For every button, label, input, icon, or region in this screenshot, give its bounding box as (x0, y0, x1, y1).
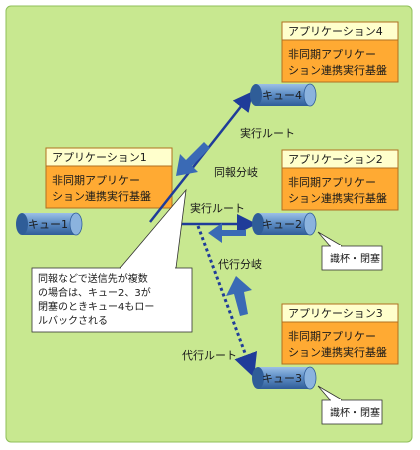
app1-body-line2: ション連携実行基盤 (52, 189, 151, 203)
label-broadcast-branch: 同報分岐 (214, 166, 258, 179)
queue4-label: キュー4 (262, 89, 302, 102)
label-exec-route-mid: 実行ルート (190, 201, 245, 215)
blocked-callout-q2: 識杯・閉塞 (317, 231, 383, 271)
rollback-note-line1: 同報などで送信先が複数 (38, 272, 148, 285)
app3-box: アプリケーション3 非同期アプリケー ション連携実行基盤 (281, 303, 399, 365)
queue2-label: キュー2 (262, 218, 302, 231)
queue3: キュー3 (252, 366, 317, 390)
app4-title: アプリケーション4 (288, 25, 383, 38)
app1-box: アプリケーション1 非同期アプリケー ション連携実行基盤 (45, 147, 173, 209)
hint-arrow-upper (176, 142, 210, 176)
app2-body-line1: 非同期アプリケー (288, 176, 376, 189)
blocked-label-q3: 識杯・閉塞 (330, 406, 380, 419)
app4-box: アプリケーション4 非同期アプリケー ション連携実行基盤 (281, 21, 399, 83)
queue2: キュー2 (252, 212, 317, 236)
label-exec-route-upper: 実行ルート (240, 126, 295, 140)
label-alt-branch: 代行分岐 (218, 258, 262, 271)
app4-body-line1: 非同期アプリケー (288, 48, 376, 61)
rollback-note-line3: 閉塞のときキュー4もロー (38, 300, 154, 313)
app3-body-line1: 非同期アプリケー (288, 330, 376, 343)
app1-body-line1: 非同期アプリケー (52, 174, 140, 187)
route-q1-to-q3 (196, 225, 258, 378)
blocked-callout-q3: 識杯・閉塞 (317, 385, 383, 425)
app3-body-line2: ション連携実行基盤 (288, 345, 387, 359)
rollback-note-line4: ルバックされる (38, 315, 108, 327)
queue4: キュー4 (250, 83, 317, 107)
label-alt-route: 代行ルート (182, 349, 237, 362)
queue1: キュー1 (16, 212, 83, 236)
route-q1-to-q4 (149, 91, 254, 223)
rollback-note-line2: の場合は、キュー2、3が (38, 286, 151, 299)
queue1-label: キュー1 (28, 218, 68, 231)
app2-title: アプリケーション2 (288, 153, 383, 166)
blocked-label-q2: 識杯・閉塞 (330, 252, 380, 265)
hint-arrow-mid (208, 223, 246, 243)
app4-body-line2: ション連携実行基盤 (288, 63, 387, 77)
app2-box: アプリケーション2 非同期アプリケー ション連携実行基盤 (281, 149, 399, 211)
queue3-label: キュー3 (262, 372, 302, 385)
rollback-note-callout: 同報などで送信先が複数 の場合は、キュー2、3が 閉塞のときキュー4もロー ルバ… (31, 188, 193, 333)
app2-body-line2: ション連携実行基盤 (288, 191, 387, 205)
app1-title: アプリケーション1 (52, 151, 147, 164)
hint-arrow-lower (226, 276, 252, 316)
app3-title: アプリケーション3 (288, 307, 383, 320)
